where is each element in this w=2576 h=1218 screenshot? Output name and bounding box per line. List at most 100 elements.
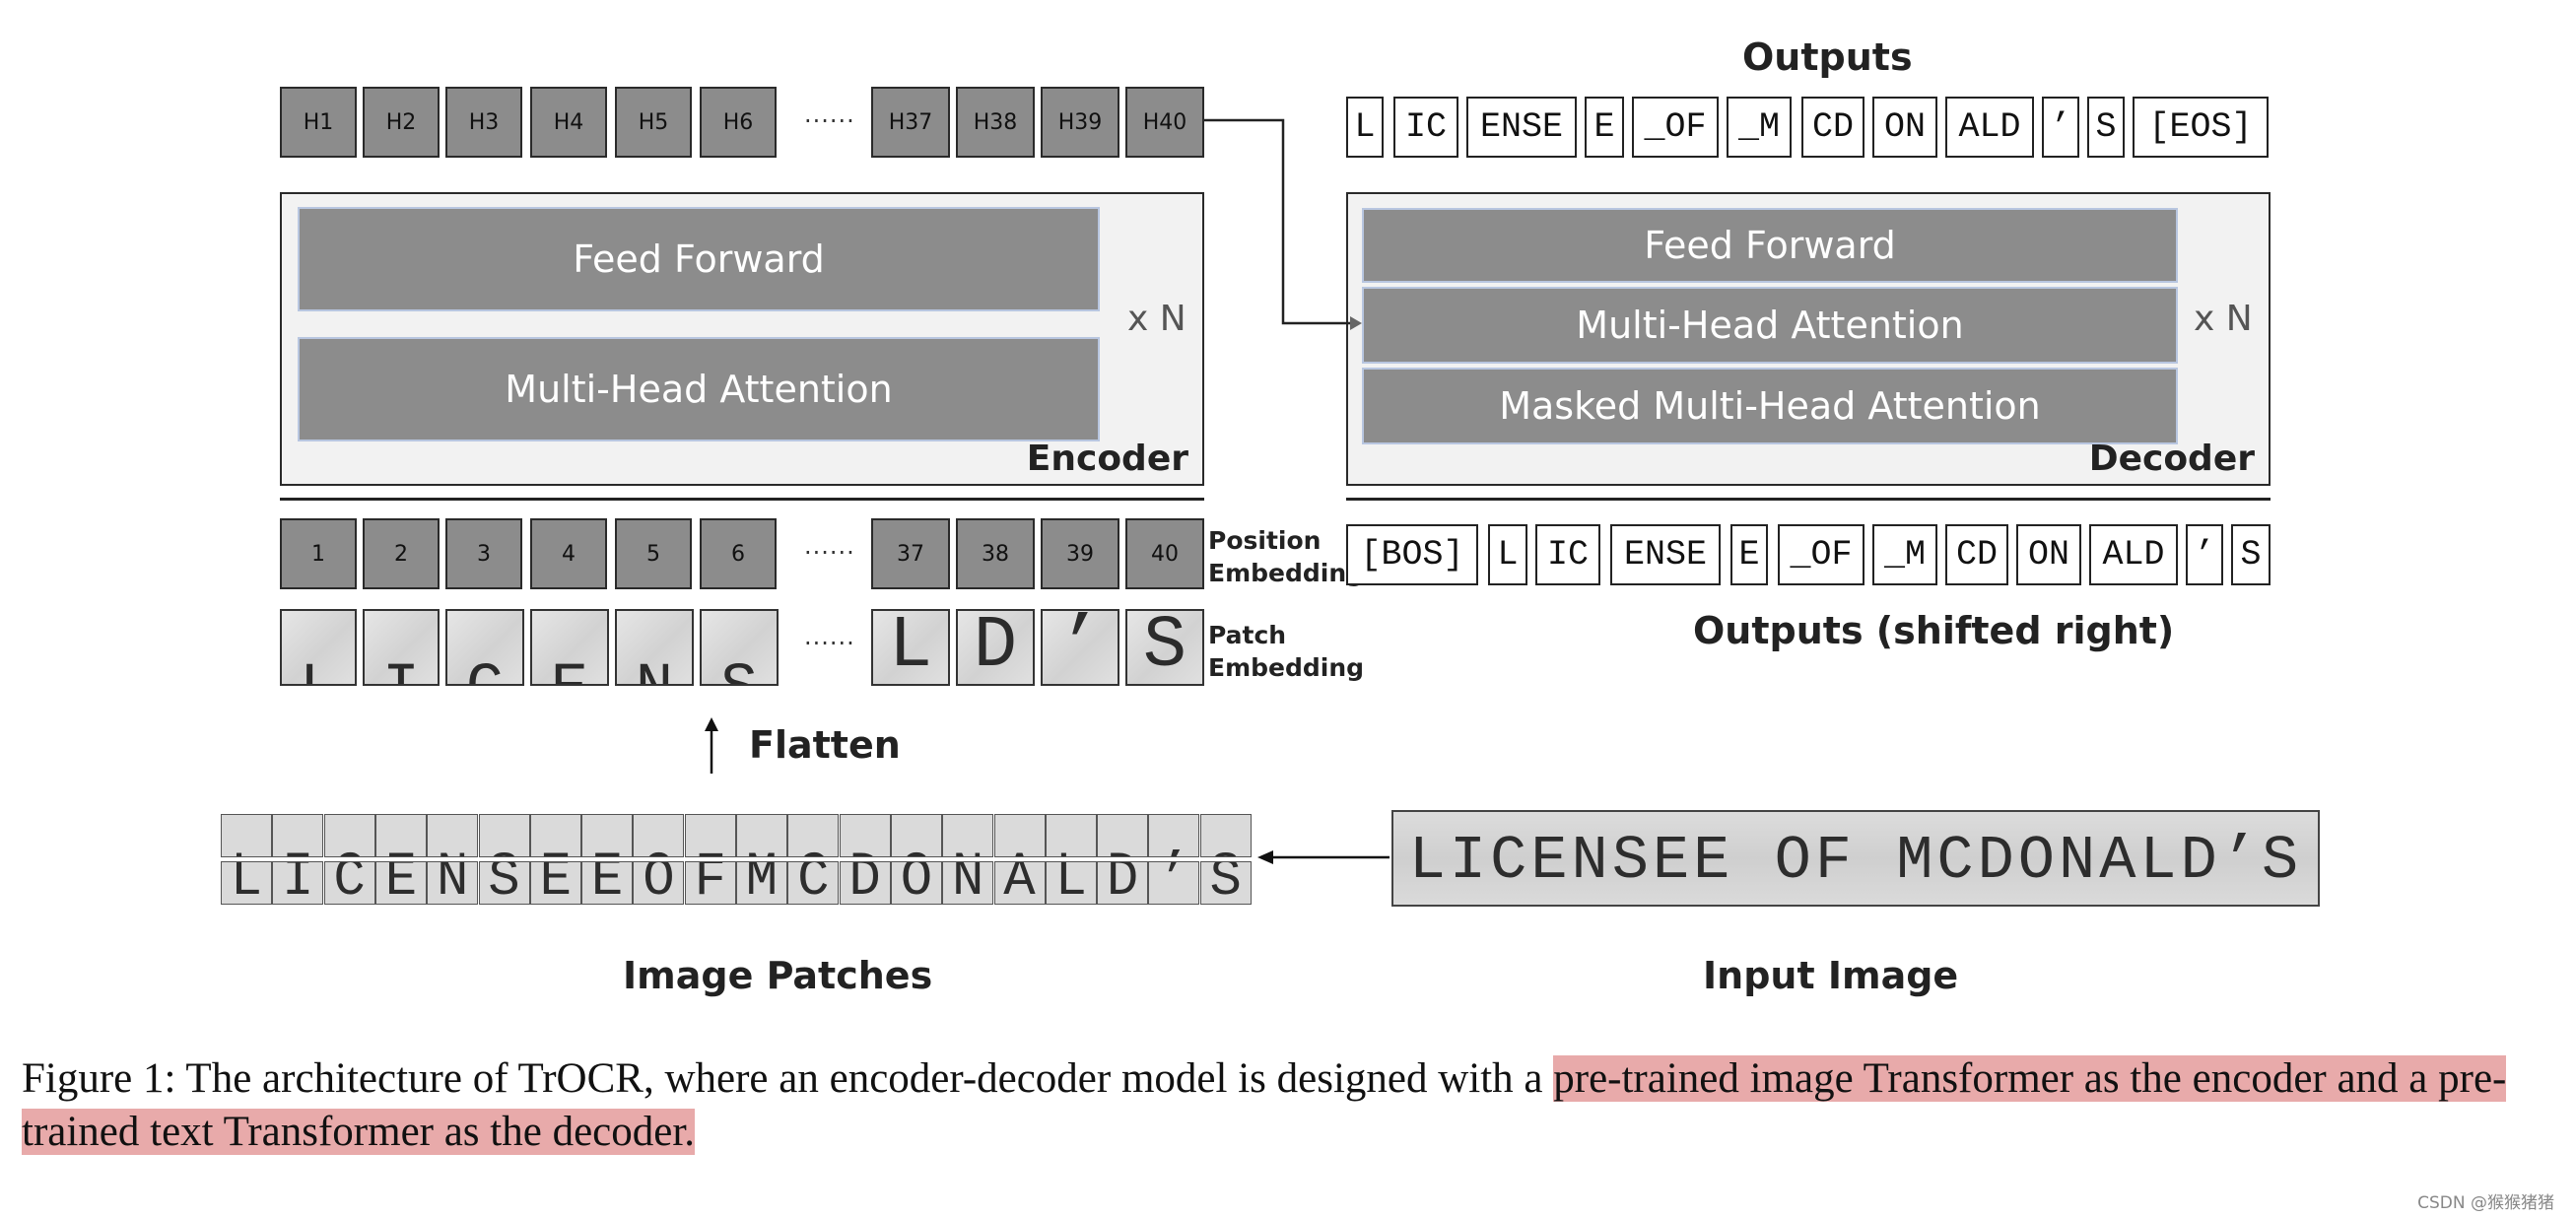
- output-token: [EOS]: [2133, 97, 2269, 158]
- image-patch-glyph: S: [1209, 861, 1242, 905]
- input-token: ’: [2186, 524, 2223, 585]
- encoder-output-cell: H3: [445, 87, 522, 158]
- encoder-output-cell: H38: [956, 87, 1035, 158]
- encoder-divider: [280, 498, 1204, 501]
- image-patch: I: [272, 814, 324, 857]
- patch-cell: E: [530, 609, 609, 686]
- input-image-text: LICENSEE OF MCDONALD’S: [1408, 826, 2303, 896]
- image-patch: O: [890, 814, 942, 857]
- image-patch: N: [942, 814, 994, 857]
- input-image-label: Input Image: [1703, 954, 1959, 997]
- image-patch: D: [839, 861, 891, 905]
- image-patch: C: [787, 814, 840, 857]
- image-patch-glyph: A: [995, 845, 1045, 856]
- image-patch: L: [1045, 861, 1097, 905]
- image-patches-label: Image Patches: [623, 954, 933, 997]
- image-patch-glyph: ’: [1158, 861, 1190, 905]
- input-arrowhead: [1257, 850, 1273, 864]
- position-cell: 1: [280, 518, 357, 589]
- encoder-output-cell: H5: [615, 87, 692, 158]
- decoder-feed-forward: Feed Forward: [1362, 208, 2178, 283]
- image-patch: L: [221, 861, 272, 905]
- input-token: CD: [1945, 524, 2008, 585]
- input-token: ENSE: [1610, 524, 1721, 585]
- image-patch-glyph: E: [539, 861, 572, 905]
- caption-plain-text: Figure 1: The architecture of TrOCR, whe…: [22, 1055, 1554, 1102]
- image-patch: E: [529, 814, 581, 857]
- patch-cell: L: [280, 609, 357, 686]
- image-patch-glyph: N: [436, 861, 469, 905]
- decoder-divider: [1346, 498, 2271, 501]
- image-patch-glyph: N: [428, 845, 477, 856]
- patch-glyph: L: [282, 654, 355, 684]
- image-patch: O: [633, 814, 685, 857]
- position-cell: 39: [1041, 518, 1119, 589]
- image-patch: E: [581, 861, 634, 905]
- image-patch-glyph: D: [841, 845, 890, 856]
- position-cell: 40: [1125, 518, 1204, 589]
- image-patch-glyph: C: [797, 861, 830, 905]
- image-patch-glyph: F: [694, 861, 726, 905]
- image-patch: M: [736, 814, 787, 857]
- image-patch-glyph: F: [686, 845, 735, 856]
- image-patch-glyph: E: [590, 861, 624, 905]
- patch-embedding-label: Patch Embedding: [1208, 619, 1364, 684]
- position-embedding-row: 1 2 3 4 5 6 ...... 37 38 39 40: [0, 518, 1222, 589]
- image-patch-glyph: S: [488, 861, 520, 905]
- image-patch: S: [1199, 861, 1252, 905]
- image-patch: L: [221, 814, 272, 857]
- input-token: E: [1730, 524, 1768, 585]
- encoder-label: Encoder: [1026, 439, 1188, 479]
- output-token: _OF: [1632, 97, 1719, 158]
- encoder-output-cell: H40: [1125, 87, 1204, 158]
- patch-cell: S: [700, 609, 779, 686]
- image-patch: N: [942, 861, 994, 905]
- image-patch-glyph: A: [1003, 861, 1036, 905]
- patch-cell: D: [956, 609, 1035, 686]
- image-patch-glyph: C: [325, 845, 374, 856]
- image-patch: S: [478, 861, 530, 905]
- patch-glyph: D: [973, 609, 1018, 686]
- image-patch: A: [993, 814, 1046, 857]
- output-token: ALD: [1945, 97, 2034, 158]
- image-patch: L: [1045, 814, 1097, 857]
- output-token: ON: [1872, 97, 1937, 158]
- decoder-repeat-label: x N: [2194, 299, 2253, 339]
- image-patch-glyph: N: [943, 845, 992, 856]
- image-patch-glyph: D: [1106, 861, 1139, 905]
- ellipsis: ......: [804, 623, 855, 650]
- image-patch: N: [427, 814, 479, 857]
- image-patch-glyph: O: [892, 845, 941, 856]
- decoder-multi-head-attention: Multi-Head Attention: [1362, 287, 2178, 364]
- image-patch: S: [478, 814, 530, 857]
- image-patch: E: [374, 861, 427, 905]
- image-patch: M: [736, 861, 787, 905]
- encoder-output-cell: H2: [363, 87, 440, 158]
- encoder-multi-head-attention: Multi-Head Attention: [298, 337, 1100, 441]
- encoder-output-cell: H37: [871, 87, 950, 158]
- image-patch: E: [374, 814, 427, 857]
- input-token: _M: [1872, 524, 1937, 585]
- image-patch-glyph: L: [1047, 845, 1096, 856]
- image-patch: D: [839, 814, 891, 857]
- encoder-output-cell: H1: [280, 87, 357, 158]
- output-token: IC: [1393, 97, 1458, 158]
- image-patch-glyph: S: [480, 845, 529, 856]
- input-token: IC: [1535, 524, 1600, 585]
- image-patch-glyph: E: [582, 845, 632, 856]
- image-patch: A: [993, 861, 1046, 905]
- patch-cell: I: [363, 609, 440, 686]
- patch-cell: S: [1125, 609, 1204, 686]
- image-patch: C: [787, 861, 840, 905]
- image-patch-glyph: O: [643, 861, 675, 905]
- patch-glyph: C: [447, 654, 522, 684]
- input-token: ALD: [2089, 524, 2178, 585]
- encoder-output-row: H1 H2 H3 H4 H5 H6 ...... H37 H38 H39 H40: [0, 87, 1222, 158]
- patch-embedding-label-line1: Patch: [1208, 621, 1287, 649]
- outputs-shifted-title: Outputs (shifted right): [1693, 609, 2175, 652]
- image-patch: D: [1097, 814, 1149, 857]
- patch-glyph: N: [617, 654, 692, 684]
